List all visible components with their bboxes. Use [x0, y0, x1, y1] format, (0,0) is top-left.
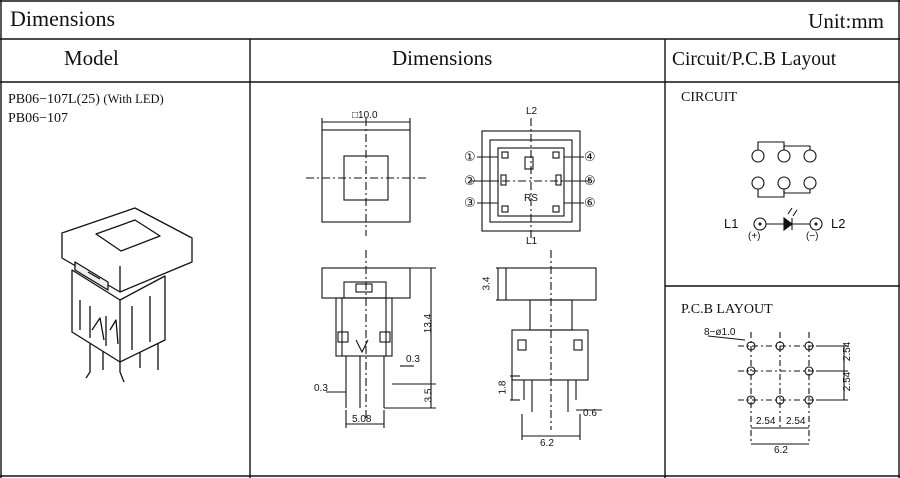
pcb-pitch-v1: 2.54 — [842, 341, 854, 362]
pcb-title: P.C.B LAYOUT — [681, 302, 773, 317]
pin-number-1: ① — [464, 149, 476, 164]
model-name-led: PB06−107L(25) (With LED) — [8, 92, 164, 108]
pcb-pitch-h2: 2.54 — [786, 416, 806, 427]
pin-label-l1: L1 — [526, 236, 538, 247]
model-code-led: PB06−107L(25) — [8, 92, 100, 107]
circuit-l1: L1 — [724, 216, 739, 231]
pin-number-5: ⑤ — [584, 173, 596, 188]
pin-number-6: ⑥ — [584, 195, 596, 210]
sheet-title: Dimensions — [10, 6, 116, 31]
column-circuit-pcb: Circuit/P.C.B Layout — [672, 49, 837, 70]
column-model: Model — [64, 46, 119, 70]
dim-lower: 3.5 — [423, 388, 435, 403]
pcb-pitch-h1: 2.54 — [756, 416, 776, 427]
dim-height: 13.4 — [423, 313, 435, 334]
dim-pitch: 5.08 — [352, 414, 372, 425]
model-led-note: (With LED) — [103, 92, 164, 106]
model-name: PB06−107 — [8, 111, 69, 126]
pcb-width: 6.2 — [774, 445, 788, 456]
column-dimensions: Dimensions — [392, 46, 493, 70]
dim-square: □10.0 — [352, 110, 378, 121]
dim-top: 3.4 — [481, 276, 493, 291]
pin-number-2: ② — [464, 173, 476, 188]
circuit-title: CIRCUIT — [681, 90, 737, 105]
circuit-minus: (−) — [806, 231, 819, 242]
pin-number-4: ④ — [584, 149, 596, 164]
pcb-pitch-v2: 2.54 — [842, 371, 854, 392]
dim-gap-right: 0.3 — [406, 354, 420, 365]
dim-gap-left: 0.3 — [314, 383, 328, 394]
pin-number-3: ③ — [464, 195, 476, 210]
dim-pin-length: 1.8 — [497, 380, 509, 395]
unit-label: Unit:mm — [808, 9, 884, 33]
pin-label-rs: RS — [524, 193, 538, 204]
pin-label-l2: L2 — [526, 106, 538, 117]
circuit-plus: (+) — [748, 231, 761, 242]
circuit-l2: L2 — [831, 216, 846, 231]
pcb-holes: 8−ø1.0 — [704, 327, 736, 338]
dim-width: 6.2 — [540, 438, 554, 449]
dim-pin-width: 0.6 — [583, 408, 597, 419]
